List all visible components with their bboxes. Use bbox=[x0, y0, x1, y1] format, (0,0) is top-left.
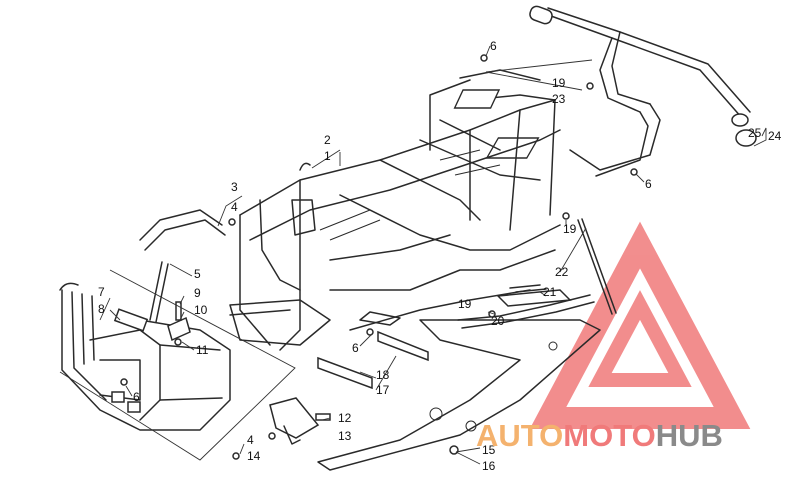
callout-21: 21 bbox=[543, 285, 557, 299]
callout-7: 7 bbox=[98, 285, 105, 299]
front-brackets bbox=[139, 209, 226, 342]
callout-11: 11 bbox=[196, 343, 209, 357]
callout-23: 23 bbox=[552, 92, 566, 106]
leader-lines bbox=[59, 45, 767, 465]
watermark-hub: HUB bbox=[656, 418, 723, 453]
callout-19c: 19 bbox=[458, 297, 472, 311]
callout-12: 12 bbox=[338, 411, 352, 425]
callout-10: 10 bbox=[194, 303, 208, 317]
callout-6b: 6 bbox=[645, 177, 652, 191]
callout-6c: 6 bbox=[352, 341, 359, 355]
main-frame bbox=[229, 69, 561, 351]
callout-1: 1 bbox=[324, 149, 331, 163]
callout-6d: 6 bbox=[133, 390, 140, 404]
callout-13: 13 bbox=[338, 429, 352, 443]
watermark-auto: AUTO bbox=[476, 418, 563, 453]
skid-plates bbox=[317, 319, 601, 471]
callout-8: 8 bbox=[98, 302, 105, 316]
callout-6a: 6 bbox=[490, 39, 497, 53]
callout-9: 9 bbox=[194, 286, 201, 300]
watermark-moto: MOTO bbox=[563, 418, 655, 453]
callout-18: 18 bbox=[376, 368, 390, 382]
lower-bracket bbox=[269, 397, 331, 445]
callout-4b: 4 bbox=[247, 433, 254, 447]
callout-14: 14 bbox=[247, 449, 261, 463]
watermark-text: AUTOMOTOHUB bbox=[476, 418, 723, 453]
watermark-logo-icon bbox=[529, 221, 751, 429]
callout-25: 25 bbox=[748, 126, 762, 140]
front-bumper bbox=[59, 282, 231, 431]
callout-19b: 19 bbox=[563, 222, 577, 236]
rear-rack bbox=[485, 5, 757, 177]
callout-5: 5 bbox=[194, 267, 201, 281]
callout-17: 17 bbox=[376, 383, 390, 397]
svg-text:AUTOMOTOHUB: AUTOMOTOHUB bbox=[476, 418, 723, 453]
callout-19a: 19 bbox=[552, 76, 566, 90]
callout-16: 16 bbox=[482, 459, 496, 473]
support-rod bbox=[577, 218, 617, 315]
callouts: 1 2 3 4 4 5 6 6 6 6 7 8 9 10 11 12 13 14… bbox=[98, 39, 782, 473]
callout-2: 2 bbox=[324, 133, 331, 147]
callout-15: 15 bbox=[482, 443, 496, 457]
callout-24: 24 bbox=[768, 129, 782, 143]
callout-4a: 4 bbox=[231, 200, 238, 214]
callout-22: 22 bbox=[555, 265, 569, 279]
callout-20: 20 bbox=[491, 314, 505, 328]
callout-3: 3 bbox=[231, 180, 238, 194]
footrest-bracket bbox=[457, 284, 595, 329]
